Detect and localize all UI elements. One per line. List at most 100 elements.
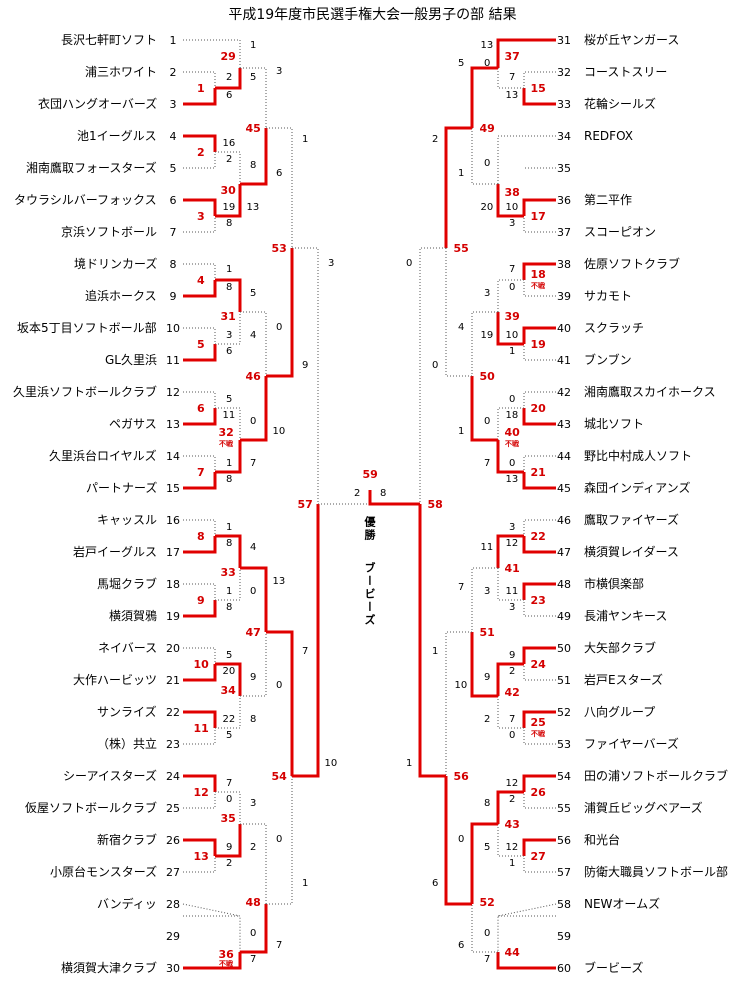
bracket-label: 8 — [226, 282, 233, 293]
team-name-43: 城北ソフト — [584, 417, 645, 431]
bracket-line — [215, 278, 242, 312]
game-number-46: 46 — [245, 369, 261, 383]
seed-29: 29 — [166, 929, 180, 943]
bracket-line — [496, 952, 556, 970]
bracket-label: 13 — [505, 474, 519, 485]
bracket-label: 8 — [380, 488, 387, 499]
bracket-line — [522, 88, 556, 106]
team-name-6: タウラシルバーフォックス — [14, 193, 157, 207]
team-name-42: 湘南鷹取スカイホークス — [584, 385, 716, 399]
game-number-51: 51 — [479, 625, 495, 639]
bracket-line — [183, 280, 217, 298]
game-number-10: 10 — [193, 657, 209, 671]
bracket-line — [497, 68, 524, 89]
bracket-label: 3 — [484, 586, 491, 597]
bracket-label: 1 — [432, 646, 439, 657]
team-name-49: 長浦ヤンキース — [584, 609, 668, 623]
seed-9: 9 — [169, 289, 177, 303]
team-name-19: 横須賀鴉 — [109, 609, 158, 623]
seed-47: 47 — [557, 545, 571, 559]
bracket-line — [523, 856, 556, 873]
seed-54: 54 — [557, 769, 571, 783]
seed-44: 44 — [557, 449, 571, 463]
bracket-line — [523, 600, 556, 617]
bracket-label: 8 — [250, 160, 257, 171]
game-number-26: 26 — [530, 785, 546, 799]
team-name-37: スコーピオン — [584, 225, 657, 239]
team-name-16: キャッスル — [97, 513, 158, 527]
forfeit-note: 不戦 — [219, 439, 233, 448]
team-name-11: GL久里浜 — [105, 353, 157, 367]
game-number-6: 6 — [197, 401, 205, 415]
bracket-label: 7 — [509, 714, 516, 725]
game-number-47: 47 — [245, 625, 261, 639]
bracket-line — [522, 582, 556, 600]
bracket-label: 0 — [276, 680, 283, 691]
bracket-line — [183, 263, 216, 280]
bracket-line — [496, 184, 524, 218]
bracket-line — [522, 472, 556, 490]
bracket-label: 1 — [458, 168, 465, 179]
game-number-13: 13 — [193, 849, 209, 863]
seed-35: 35 — [557, 161, 571, 175]
bracket-label: 1 — [302, 134, 309, 145]
bracket-label: 1 — [406, 758, 413, 769]
game-number-55: 55 — [453, 241, 469, 255]
team-name-33: 花輪シールズ — [584, 97, 657, 111]
forfeit-note: 不戦 — [531, 281, 545, 290]
bracket-line — [183, 600, 217, 618]
seed-3: 3 — [169, 97, 177, 111]
bracket-line — [522, 646, 556, 664]
bracket-label: 5 — [250, 72, 257, 83]
team-name-21: 大作ハービッツ — [73, 673, 158, 687]
team-name-12: 久里浜ソフトボールクラブ — [13, 385, 158, 399]
game-number-15: 15 — [530, 81, 546, 95]
bracket-label: 2 — [226, 72, 233, 83]
bracket-label: 19 — [222, 202, 236, 213]
team-name-54: 田の浦ソフトボールクラブ — [584, 769, 729, 783]
bracket-line — [266, 127, 293, 248]
bracket-line — [183, 472, 217, 490]
bracket-line — [418, 504, 446, 778]
seed-51: 51 — [557, 673, 571, 687]
seed-56: 56 — [557, 833, 571, 847]
team-name-3: 衣団ハングオーバーズ — [38, 97, 158, 111]
bracket-label: 10 — [272, 426, 286, 437]
bracket-label: 10 — [505, 330, 519, 341]
bracket-label: 2 — [354, 488, 361, 499]
team-name-41: ブンブン — [584, 353, 632, 367]
bracket-label: 1 — [302, 878, 309, 889]
bracket-line — [215, 312, 241, 345]
game-number-9: 9 — [197, 593, 205, 607]
seed-53: 53 — [557, 737, 571, 751]
seed-7: 7 — [169, 225, 177, 239]
bracket-label: 3 — [276, 66, 283, 77]
champion-label: 優勝 — [363, 516, 376, 542]
bracket-line — [183, 664, 217, 682]
bracket-line — [215, 151, 241, 184]
forfeit-note: 不戦 — [531, 729, 545, 738]
team-name-39: サカモト — [584, 289, 633, 303]
bracket-line — [183, 728, 216, 745]
bracket-label: 9 — [226, 842, 233, 853]
bracket-label: 9 — [302, 360, 309, 371]
bracket-label: 3 — [509, 522, 516, 533]
bracket-line — [183, 455, 216, 472]
bracket-line — [215, 791, 241, 824]
team-name-20: ネイバース — [98, 641, 158, 655]
team-name-46: 鷹取ファイヤーズ — [584, 513, 680, 527]
bracket-line — [183, 198, 217, 216]
seed-28: 28 — [166, 897, 180, 911]
bracket-line — [240, 128, 268, 186]
bracket-line — [522, 326, 556, 344]
team-name-24: シーアイスターズ — [63, 769, 157, 783]
seed-34: 34 — [557, 129, 571, 143]
game-number-20: 20 — [530, 401, 546, 415]
bracket-line — [183, 774, 217, 792]
seed-12: 12 — [166, 385, 180, 399]
bracket-line — [215, 568, 241, 601]
bracket-label: 1 — [226, 586, 233, 597]
bracket-label: 11 — [480, 542, 494, 553]
bracket-line — [523, 71, 556, 88]
